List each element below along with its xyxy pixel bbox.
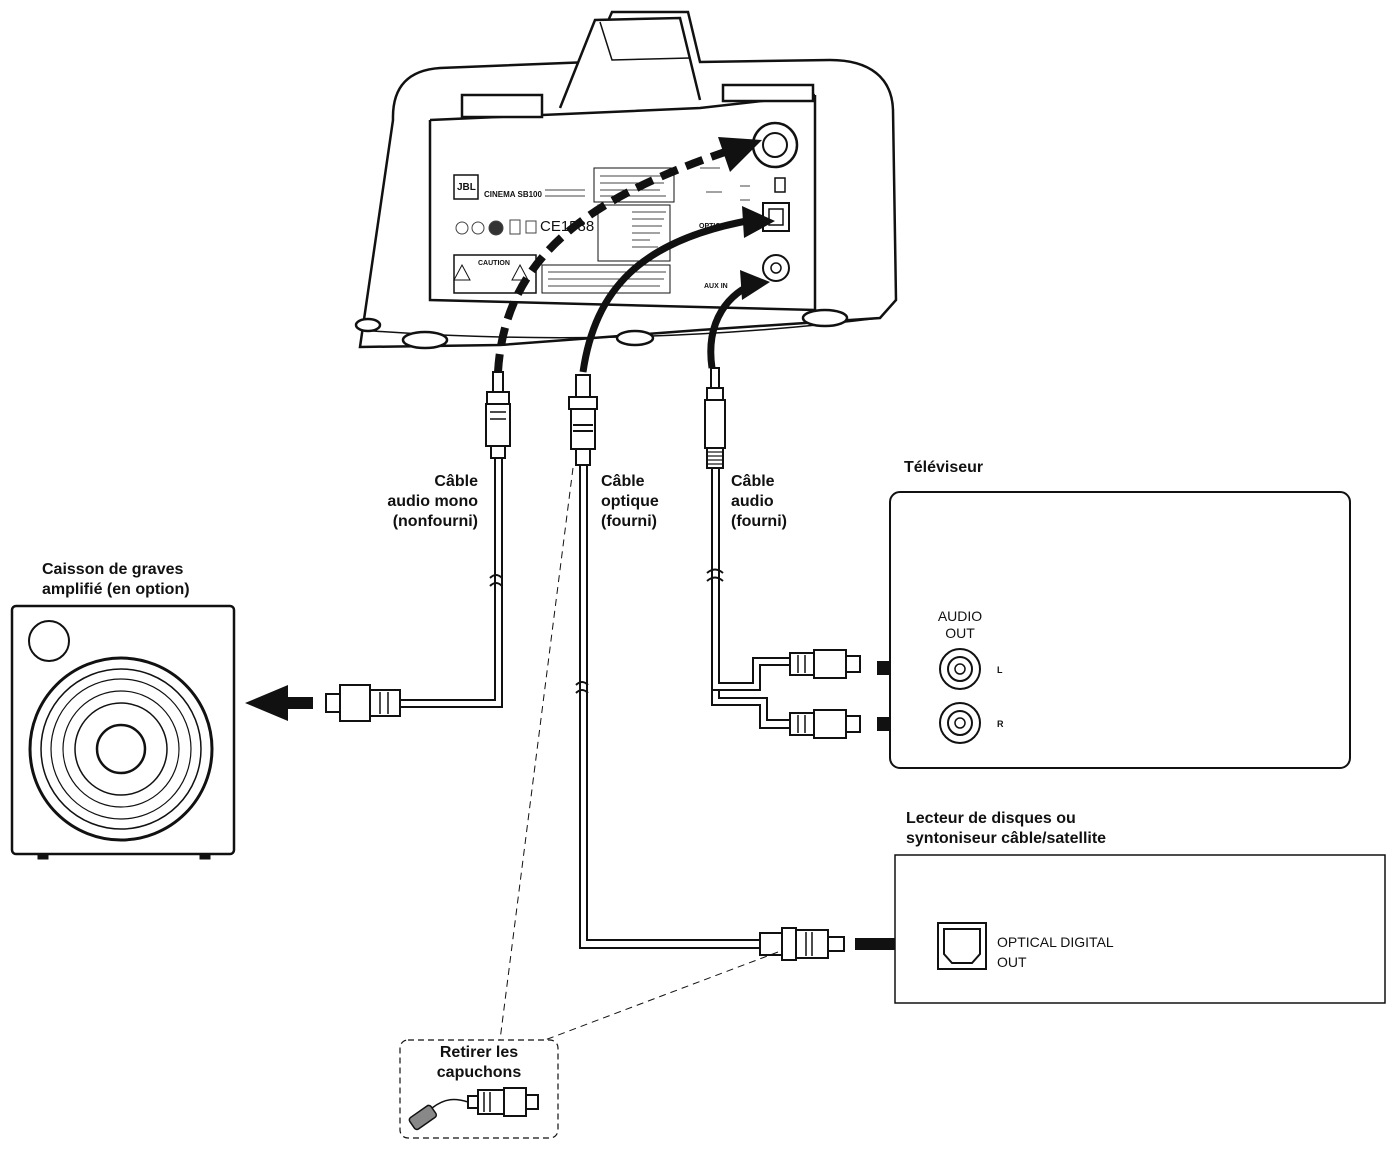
disc-player-label: Lecteur de disques ou syntoniseur câble/… <box>906 810 1107 847</box>
device-brand: JBL <box>457 182 476 193</box>
tv-panel <box>889 491 1351 769</box>
mono-cable-label: Câble audio mono (nonfourni) <box>387 473 478 530</box>
tv-left-label: L <box>997 665 1003 675</box>
soundbar-device <box>354 10 898 350</box>
subwoofer-arrow <box>245 685 313 721</box>
device-ce-mark: CE1588 <box>540 218 595 235</box>
audio-arrowhead <box>740 270 770 300</box>
device-port-optical: OPTICAL <box>699 223 730 230</box>
device-caution: CAUTION <box>478 260 510 267</box>
tv-audio-out-label: AUDIO OUT <box>937 608 983 641</box>
remove-caps-callout <box>399 467 779 1139</box>
optical-cable <box>568 206 845 961</box>
audio-cable <box>704 270 861 739</box>
audio-cable-label: Câble audio (fourni) <box>731 473 787 530</box>
disc-player-panel <box>894 854 1386 1004</box>
device-model: CINEMA SB100 <box>484 190 542 199</box>
tv-label: Téléviseur <box>904 459 984 476</box>
optical-out-label: OPTICAL DIGITAL OUT <box>997 934 1114 970</box>
mono-cable <box>325 137 762 722</box>
remove-caps-label: Retirer les capuchons <box>436 1044 522 1081</box>
optical-arrowhead <box>742 206 775 238</box>
optical-cable-label: Câble optique (fourni) <box>601 473 659 530</box>
device-port-aux: AUX IN <box>704 283 728 290</box>
cap-icon <box>408 1104 438 1131</box>
mono-arrowhead <box>718 137 762 172</box>
subwoofer <box>10 604 236 860</box>
subwoofer-label: Caisson de graves amplifié (en option) <box>42 561 190 598</box>
tv-right-label: R <box>997 719 1004 729</box>
